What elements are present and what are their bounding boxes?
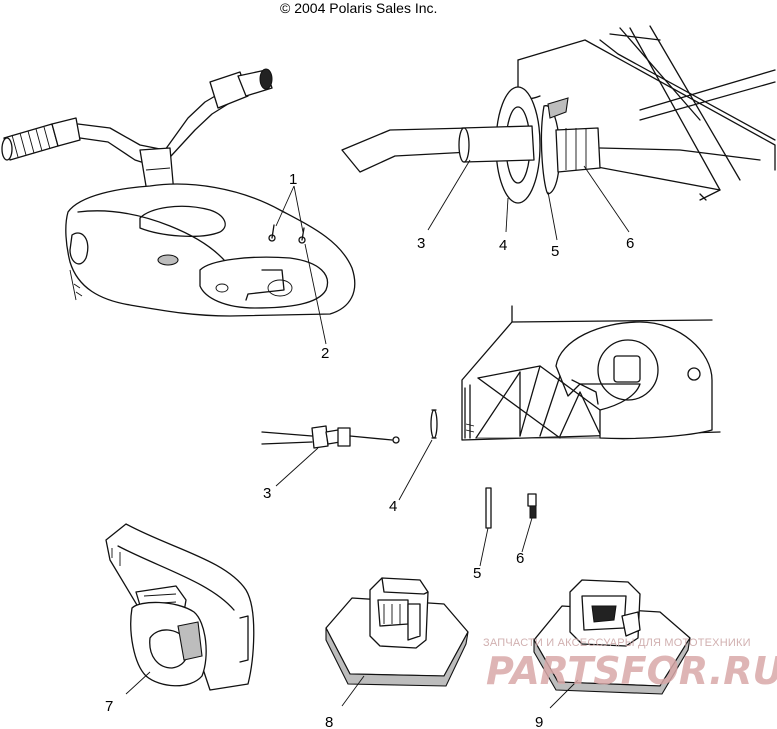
callout-4-mid: 4 (389, 498, 397, 515)
callout-1: 1 (289, 171, 297, 188)
callout-3-upper: 3 (417, 235, 425, 252)
switch-housing-part-7 (105, 523, 255, 691)
callout-2: 2 (321, 345, 329, 362)
callout-5-mid: 5 (473, 565, 481, 582)
callout-leaders-mid (275, 439, 533, 567)
callout-leaders-top-right (427, 159, 630, 241)
watermark-logo: PARTSFOR.RU (486, 649, 777, 693)
watermark: ЗАПЧАСТИ И АКСЕССУАРЫ ДЛЯ МОТОТЕХНИКИ PA… (483, 637, 777, 693)
callout-9: 9 (535, 714, 543, 729)
callout-leaders-top-left (275, 185, 327, 345)
watermark-tagline: ЗАПЧАСТИ И АКСЕССУАРЫ ДЛЯ МОТОТЕХНИКИ (483, 637, 751, 649)
connector-base-part-8 (325, 577, 469, 687)
callout-8: 8 (325, 714, 333, 729)
handlebar-hood-assembly (1, 68, 356, 317)
callout-5-upper: 5 (551, 243, 559, 260)
callout-leader-9 (549, 679, 579, 709)
callout-4-upper: 4 (499, 237, 507, 254)
shim-plate-part (485, 487, 492, 529)
cable-clip-part (527, 493, 537, 519)
callout-6-mid: 6 (516, 550, 524, 567)
connector-base-part-9 (533, 579, 691, 695)
grommet-ring-part (430, 409, 438, 439)
throttle-lever-housing (461, 305, 721, 441)
callout-6-upper: 6 (626, 235, 634, 252)
callout-3-mid: 3 (263, 485, 271, 502)
callout-leader-7 (125, 671, 151, 695)
copyright-text: © 2004 Polaris Sales Inc. (280, 0, 437, 16)
throttle-housing-assembly (341, 25, 776, 204)
callout-7: 7 (105, 698, 113, 715)
throttle-cable-part (261, 425, 400, 449)
callout-leader-8 (341, 675, 365, 707)
